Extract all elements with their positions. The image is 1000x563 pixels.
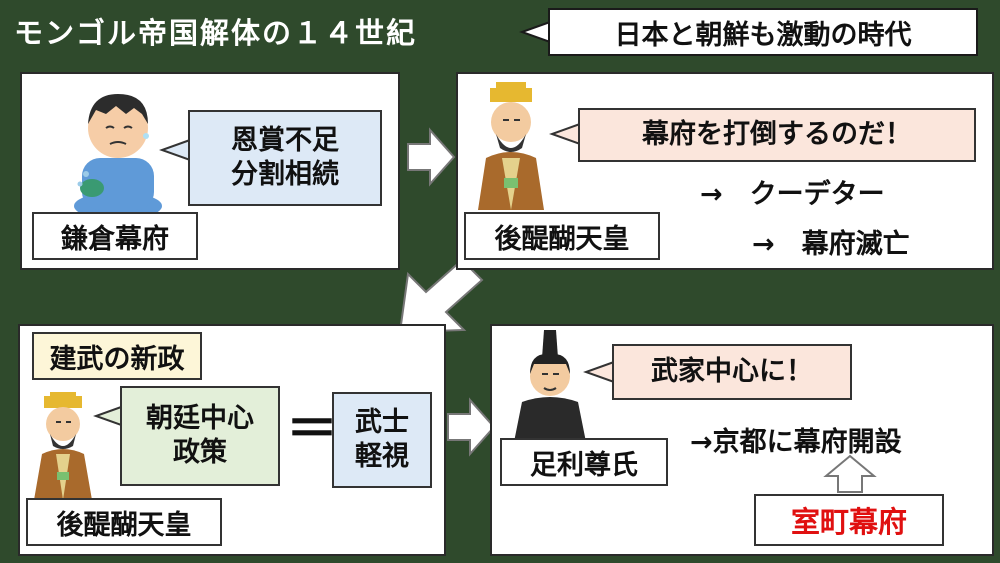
heading-kenmu: 建武の新政 [32,332,202,380]
bubble-line-2: 分割相続 [231,159,339,190]
arrow-kyoto: →京都に幕府開設 [690,427,902,458]
emperor-icon [478,82,544,210]
equals-sign: ＝ [286,400,339,460]
label-godaigo-2: 後醍醐天皇 [26,498,222,546]
bubble-kenmu: 朝廷中心政策 [120,386,280,486]
result-line-1: 武士 [355,407,409,439]
arrow-right-icon [407,127,456,187]
box-samurai-neglect: 武士軽視 [332,392,432,488]
bubble-kenmu-line-2: 政策 [173,437,227,468]
arrow-down-left-icon [398,258,484,334]
bubble-kamakura-problems: 恩賞不足分割相続 [188,110,382,206]
label-godaigo: 後醍醐天皇 [464,212,660,260]
samurai-worried-icon [74,94,162,220]
bubble-kenmu-line-1: 朝廷中心 [146,403,254,435]
result-muromachi: 室町幕府 [754,494,944,546]
arrow-fall: → 幕府滅亡 [752,229,910,260]
arrow-coup: → クーデター [700,179,885,210]
shogun-icon [514,330,586,442]
result-line-2: 軽視 [355,441,409,472]
subtitle: 日本と朝鮮も激動の時代 [548,8,978,56]
bubble-line-1: 恩賞不足 [231,125,339,157]
page-title: モンゴル帝国解体の１４世紀 [14,16,418,50]
arrow-right-icon-2 [447,397,496,457]
bubble-ashikaga: 武家中心に！ [612,344,852,400]
arrow-up-icon [823,454,877,493]
label-kamakura: 鎌倉幕府 [32,212,198,260]
bubble-godaigo: 幕府を打倒するのだ！ [578,108,976,162]
emperor-icon-2 [34,392,92,500]
label-ashikaga: 足利尊氏 [500,438,668,486]
